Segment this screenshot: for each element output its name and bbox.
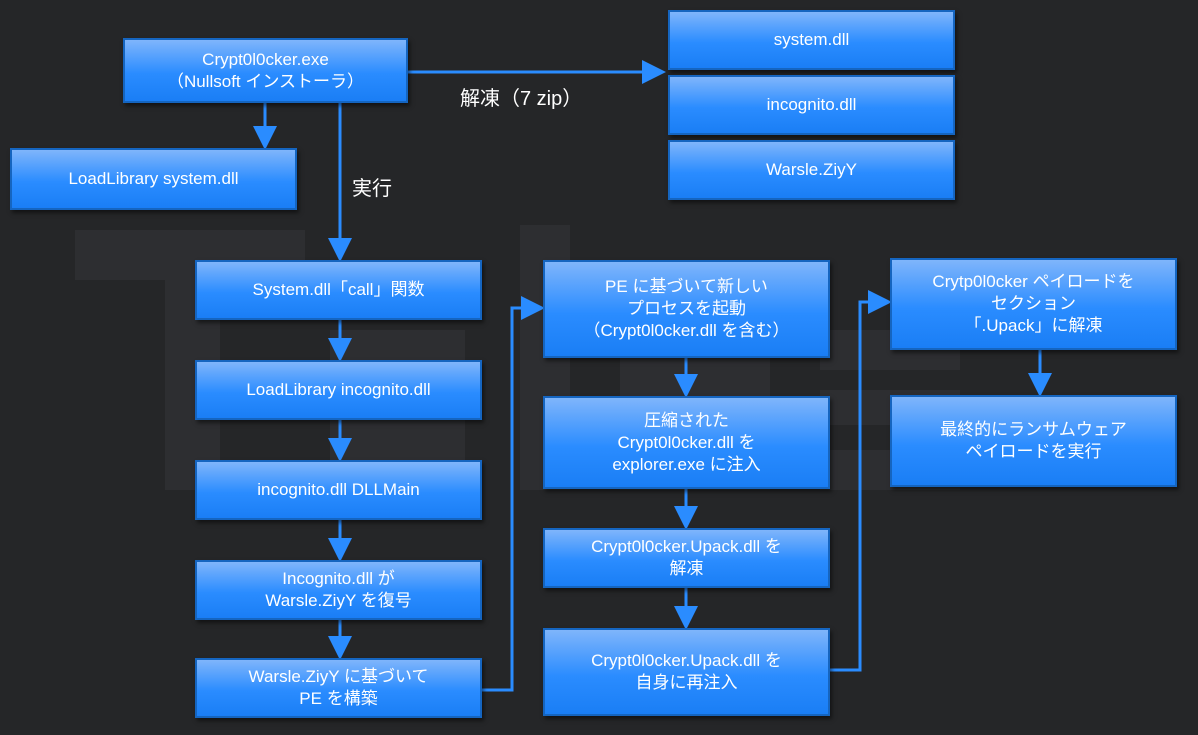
payload-unpack-box: Crytp0l0cker ペイロードを セクション 「.Upack」に解凍 [890, 258, 1177, 350]
unpack-box: Crypt0l0cker.Upack.dll を 解凍 [543, 528, 830, 588]
dllmain-box: incognito.dll DLLMain [195, 460, 482, 520]
inject-explorer-box: 圧縮された Crypt0l0cker.dll を explorer.exe に注… [543, 396, 830, 489]
build-pe-box: Warsle.ZiyY に基づいて PE を構築 [195, 658, 482, 718]
system-dll-box: system.dll [668, 10, 955, 70]
ransomware-box: 最終的にランサムウェア ペイロードを実行 [890, 395, 1177, 487]
loadlibrary-incognito-box: LoadLibrary incognito.dll [195, 360, 482, 420]
reinject-box: Crypt0l0cker.Upack.dll を 自身に再注入 [543, 628, 830, 716]
crypt0l0cker-exe-box: Crypt0l0cker.exe （Nullsoft インストーラ） [123, 38, 408, 103]
execute-label: 実行 [352, 178, 392, 200]
call-function-box: System.dll「call」関数 [195, 260, 482, 320]
warsle-box: Warsle.ZiyY [668, 140, 955, 200]
loadlibrary-system-box: LoadLibrary system.dll [10, 148, 297, 210]
extract-label: 解凍（7 zip） [460, 88, 583, 110]
incognito-dll-box: incognito.dll [668, 75, 955, 135]
new-process-box: PE に基づいて新しい プロセスを起動 （Crypt0l0cker.dll を含… [543, 260, 830, 358]
decrypt-box: Incognito.dll が Warsle.ZiyY を復号 [195, 560, 482, 620]
